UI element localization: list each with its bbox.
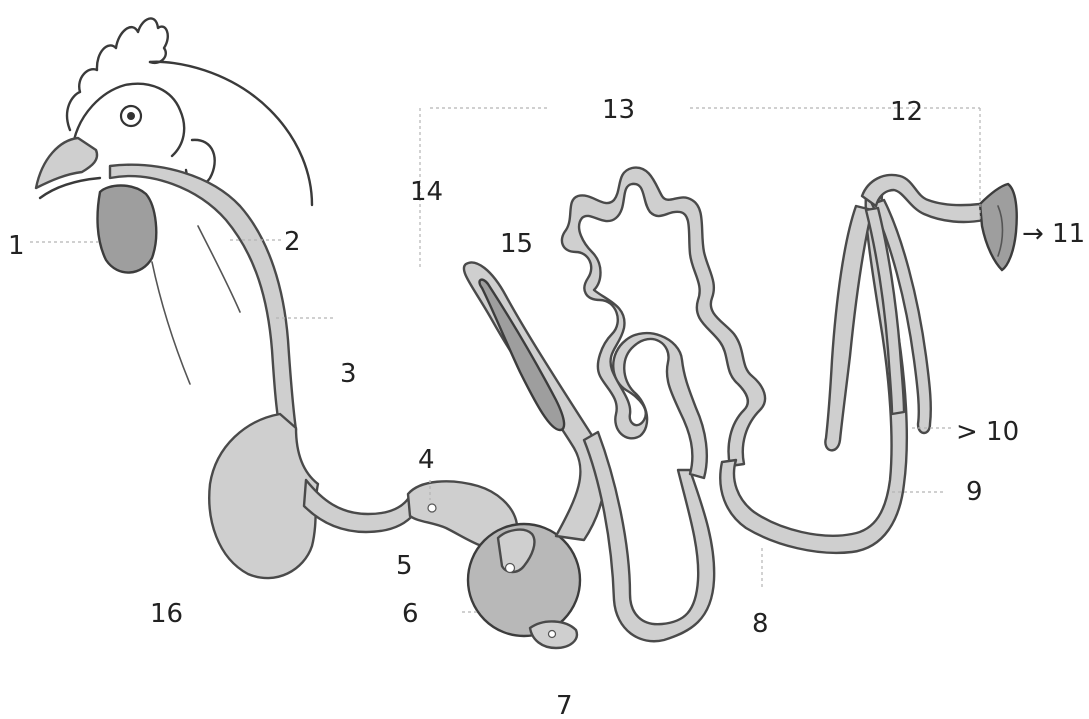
- label-16: 16: [150, 599, 183, 629]
- crop: [209, 414, 318, 578]
- neck-line: [152, 262, 190, 384]
- label-14: 14: [410, 177, 443, 207]
- gizzard-opening: [506, 564, 515, 573]
- comb: [67, 18, 168, 130]
- label-11: → 11: [1022, 219, 1085, 249]
- label-12: 12: [890, 97, 923, 127]
- lower-esophagus: [304, 480, 414, 532]
- label-1: 1: [8, 231, 25, 261]
- label-13: 13: [602, 95, 635, 125]
- label-7: 7: [556, 691, 573, 719]
- neck-line-2: [198, 226, 240, 312]
- pancreas: [480, 280, 565, 430]
- label-9: 9: [966, 477, 983, 507]
- wattle: [98, 186, 157, 273]
- pyloric-opening: [549, 631, 556, 638]
- label-15: 15: [500, 229, 533, 259]
- eye-pupil: [127, 112, 135, 120]
- cecum-left: [825, 206, 872, 450]
- label-6: 6: [402, 599, 419, 629]
- label-5: 5: [396, 551, 413, 581]
- jejunum: [562, 168, 765, 478]
- proventriculus-opening: [428, 504, 436, 512]
- label-3: 3: [340, 359, 357, 389]
- label-8: 8: [752, 609, 769, 639]
- label-4: 4: [418, 445, 435, 475]
- cloaca: [980, 184, 1017, 270]
- label-10: > 10: [956, 417, 1019, 447]
- label-2: 2: [284, 227, 301, 257]
